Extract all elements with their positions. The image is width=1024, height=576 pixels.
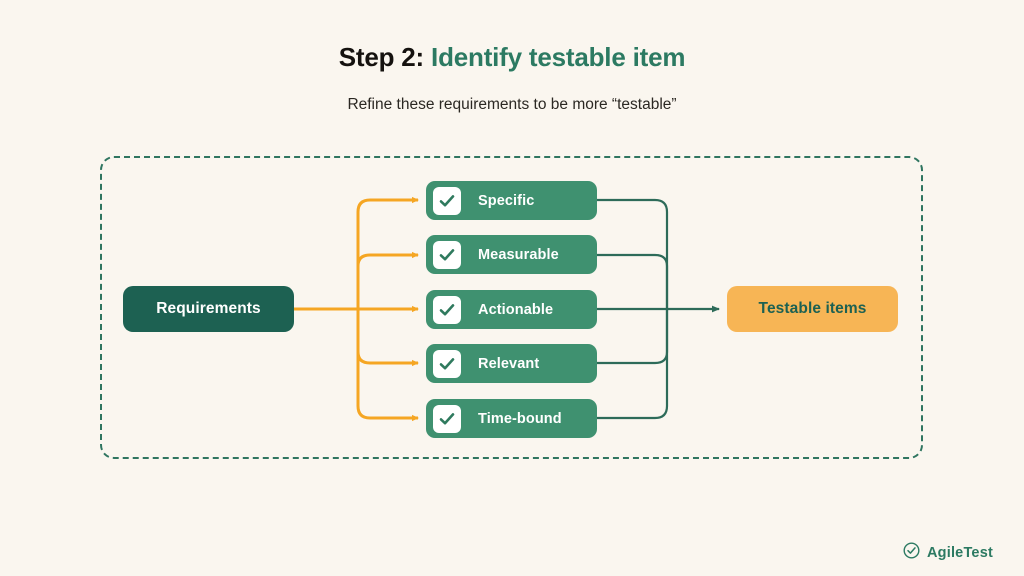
circle-check-icon xyxy=(903,542,920,564)
node-item-measurable[interactable]: Measurable xyxy=(426,235,597,274)
node-requirements[interactable]: Requirements xyxy=(123,286,294,332)
diagram-panel xyxy=(100,156,923,459)
node-item-label: Relevant xyxy=(478,355,540,372)
page-subtitle: Refine these requirements to be more “te… xyxy=(347,96,677,113)
node-item-label: Measurable xyxy=(478,246,559,263)
brand-logo: AgileTest xyxy=(903,542,993,564)
node-item-label: Specific xyxy=(478,192,535,209)
node-testable-items[interactable]: Testable items xyxy=(727,286,898,332)
node-item-actionable[interactable]: Actionable xyxy=(426,290,597,329)
node-item-time-bound[interactable]: Time-bound xyxy=(426,399,597,438)
node-requirements-label: Requirements xyxy=(156,300,261,317)
page-title-accent: Identify testable item xyxy=(431,42,686,72)
node-item-label: Time-bound xyxy=(478,410,562,427)
check-icon xyxy=(433,186,461,215)
check-icon xyxy=(433,295,461,324)
node-item-specific[interactable]: Specific xyxy=(426,181,597,220)
check-icon xyxy=(433,404,461,433)
page-title: Step 2: Identify testable item xyxy=(0,42,1024,73)
node-item-relevant[interactable]: Relevant xyxy=(426,344,597,383)
check-icon xyxy=(433,240,461,269)
page-title-step: Step 2: xyxy=(338,42,425,72)
brand-name: AgileTest xyxy=(927,545,993,561)
check-icon xyxy=(433,349,461,378)
node-testable-items-label: Testable items xyxy=(758,300,867,317)
node-item-label: Actionable xyxy=(478,301,554,318)
